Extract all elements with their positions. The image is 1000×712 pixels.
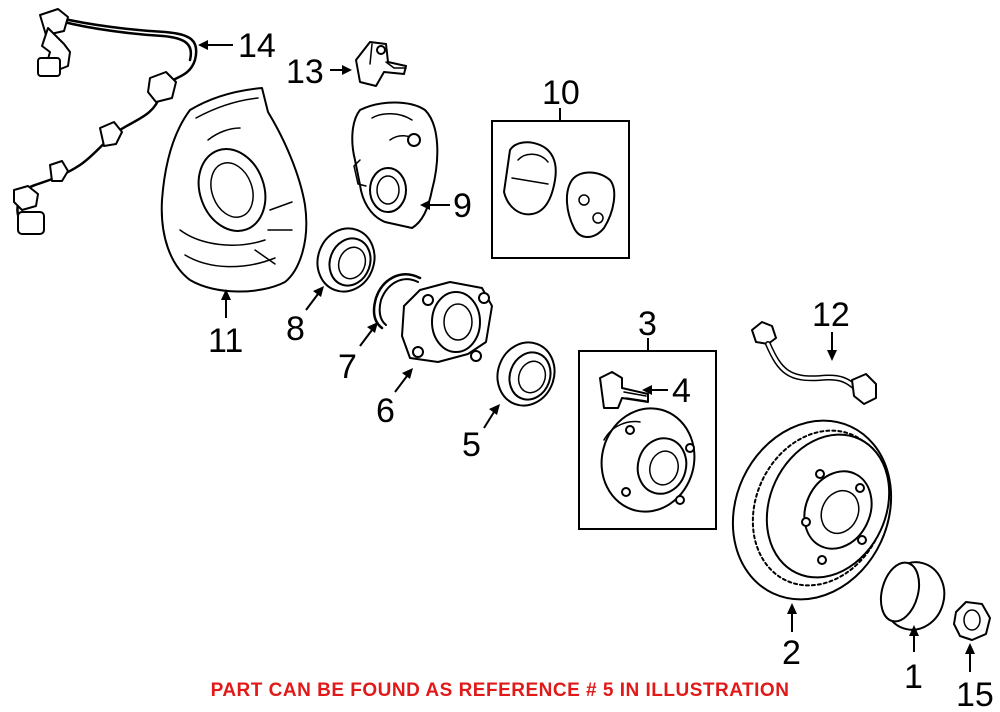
abs-wire-harness [13,8,198,235]
hub-nut [953,601,991,641]
callout-3: 3 [638,305,657,343]
grease-cap [879,561,946,631]
callout-14: 14 [238,27,276,65]
callout-4: 4 [672,372,691,410]
leader-lines [198,40,975,672]
brake-rotor [731,419,893,601]
brake-hose [751,321,877,405]
bearing-seal-inner [316,227,376,293]
callout-11: 11 [208,322,243,360]
callout-8: 8 [286,310,305,348]
snap-ring [372,273,422,330]
callout-12: 12 [812,296,850,334]
callout-5: 5 [462,426,481,464]
speed-sensor [355,41,407,87]
callout-10: 10 [542,74,580,112]
wheel-bearing [401,281,493,363]
callout-7: 7 [338,348,357,386]
callout-2: 2 [782,634,801,672]
dust-shield [160,87,308,293]
callout-9: 9 [453,187,472,225]
reference-note: PART CAN BE FOUND AS REFERENCE # 5 IN IL… [210,680,790,701]
callout-1: 1 [904,658,923,696]
hub-assembly [578,350,717,530]
callout-6: 6 [376,392,395,430]
bearing-seal-outer [496,341,556,407]
callout-labels: 14 13 10 9 11 8 7 6 5 3 4 12 2 1 15 [208,27,994,712]
brake-pad-set [491,120,630,259]
brake-caliper [351,101,439,229]
callout-13: 13 [286,53,324,91]
callout-15: 15 [956,676,994,712]
